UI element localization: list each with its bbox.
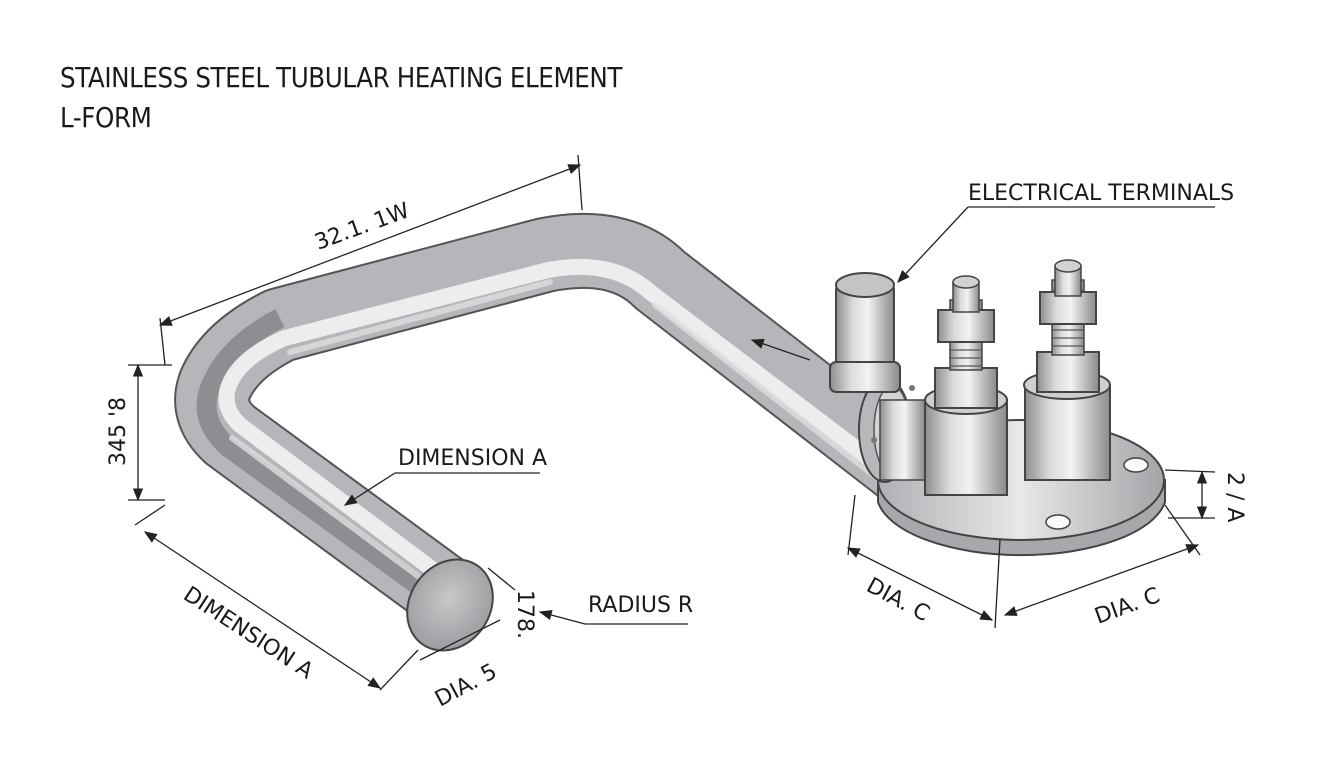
- terminal-2-stud-top: [1054, 259, 1082, 273]
- end-dim-line: [487, 567, 516, 591]
- title-line-1: STAINLESS STEEL TUBULAR HEATING ELEMENT: [60, 61, 622, 94]
- flange-height-ext-top: [1164, 469, 1216, 473]
- dimension-a-inner-label: DIMENSION A: [398, 446, 547, 471]
- diaC-left-ext: [847, 494, 856, 556]
- bottom-dimA-ext-left: [134, 504, 166, 526]
- terminal-1-hexnut-lower: [934, 367, 998, 409]
- drawing-title: STAINLESS STEEL TUBULAR HEATING ELEMENT …: [60, 58, 622, 138]
- electrical-terminals-label: ELECTRICAL TERMINALS: [968, 181, 1234, 206]
- dia-c-right-label: DIA. C: [1092, 583, 1164, 630]
- diaC-left-dimline: [846, 547, 994, 621]
- collar-hub: [879, 399, 926, 481]
- tube-direction-arrow: [750, 338, 811, 361]
- tube-highlight: [218, 258, 903, 583]
- terminals-leader: [897, 206, 969, 283]
- terminal-1-hexnut-upper: [937, 309, 995, 343]
- electrical-terminal-1: [924, 275, 1008, 496]
- top-length-dimline: [158, 164, 582, 326]
- tube-body-shade: [196, 309, 461, 621]
- tube-body-fill: [176, 214, 928, 630]
- top-length-ext-right: [577, 154, 583, 211]
- radius-leader-arrow: [538, 609, 586, 625]
- flange-height-label: 2 / A: [1222, 472, 1247, 522]
- terminal-2-hexnut-upper: [1039, 291, 1097, 325]
- diaC-right-dimline: [1003, 544, 1200, 616]
- dia-5-label: DIA. 5: [431, 659, 501, 712]
- bottom-dimA-dimline: [143, 531, 382, 689]
- probe-cylinder-top: [835, 272, 895, 298]
- title-line-2: L-FORM: [60, 101, 152, 134]
- dia5-ext: [379, 649, 419, 691]
- flange-hole-1: [1123, 457, 1149, 473]
- diaC-right-ext: [1164, 504, 1201, 556]
- top-length-label: 32.1. 1W: [312, 198, 414, 255]
- diaC-center-ext: [994, 539, 1001, 629]
- heating-tube: [174, 212, 929, 652]
- probe-base-ring: [829, 361, 901, 393]
- dia5-dimline: [419, 619, 501, 661]
- electrical-terminal-2: [1023, 259, 1111, 481]
- dimA-inner-leader: [343, 472, 396, 506]
- terminal-2-hexnut-lower: [1036, 351, 1100, 393]
- dia-c-left-label: DIA. C: [862, 573, 933, 627]
- collar-pin-2: [909, 385, 915, 391]
- top-length-ext-left: [159, 317, 166, 366]
- dimension-lines: [128, 154, 1216, 691]
- terminal-1-stud-top: [952, 275, 980, 289]
- flange-assembly: [829, 259, 1166, 557]
- collar-pin-1: [871, 437, 877, 443]
- flange-hole-2: [1045, 514, 1071, 530]
- end-dim-label: 178.: [512, 590, 537, 639]
- left-height-label: 345 '8: [106, 397, 131, 466]
- radius-label: RADIUS R: [588, 593, 693, 618]
